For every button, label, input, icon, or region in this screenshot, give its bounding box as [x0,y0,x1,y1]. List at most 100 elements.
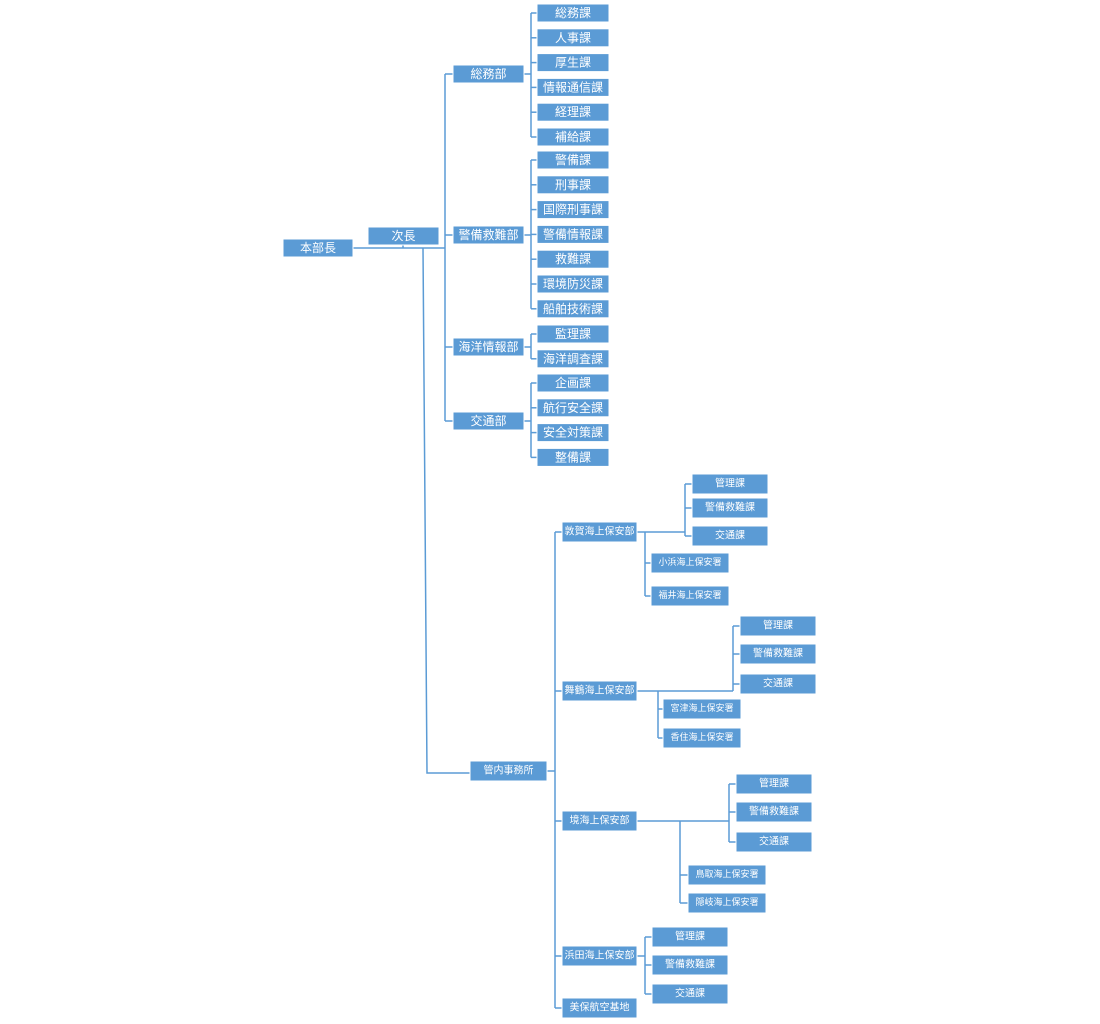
node-sec-keibi-2-label: 国際刑事課 [543,202,603,217]
node-office-sec-hamada-0: 管理課 [651,926,729,948]
node-office-sec-maizuru-1: 警備救難課 [739,643,817,665]
node-root-box [282,238,354,258]
node-sec-somu-2-box [536,53,610,73]
node-office-sakai-box [561,810,638,832]
node-office-sec-sakai-2-label: 交通課 [759,835,789,848]
node-station-sakai-0-box [687,864,767,886]
node-sec-keibi-1: 刑事課 [536,175,610,195]
node-sec-somu-0-label: 総務課 [555,5,591,20]
node-dept-somu-label: 総務部 [470,66,506,81]
node-sec-somu-3-label: 情報通信課 [543,79,603,94]
node-sec-keibi-5-label: 環境防災課 [543,276,603,291]
node-deputy-box [367,226,440,246]
node-dept-kotsu: 交通部 [452,411,525,431]
node-sec-somu-2: 厚生課 [536,53,610,73]
node-office-sakai: 境海上保安部 [561,810,638,832]
node-sec-somu-5-label: 補給課 [555,129,591,144]
edge-regional-trunk [422,247,470,774]
node-root: 本部長 [282,238,354,258]
node-station-maizuru-1-box [662,727,742,749]
node-sec-kotsu-2-box [536,423,610,443]
node-dept-keibi-label: 警備救難部 [458,227,518,242]
node-dept-keibi-box [452,225,525,245]
node-sec-kaiyo-0-label: 監理課 [555,326,591,341]
node-station-maizuru-1-label: 香住海上保安署 [670,731,733,743]
node-sec-keibi-3-label: 警備情報課 [543,226,603,241]
node-sec-keibi-4-box [536,249,610,269]
node-office-tsuruga-box [561,521,638,543]
node-regional-label: 管内事務所 [484,764,534,777]
node-office-sec-sakai-1: 警備救難課 [735,801,813,823]
node-office-maizuru-label: 舞鶴海上保安部 [565,684,635,697]
node-office-sec-tsuruga-2-box [691,525,769,547]
node-office-sakai-label: 境海上保安部 [570,814,630,827]
node-office-sec-sakai-1-box [735,801,813,823]
node-sec-kotsu-0-label: 企画課 [555,375,591,390]
node-sec-keibi-2: 国際刑事課 [536,200,610,220]
node-office-sec-maizuru-2: 交通課 [739,673,817,695]
node-office-sec-sakai-0-box [735,773,813,795]
node-office-sec-hamada-0-box [651,926,729,948]
node-office-miho-box [561,997,638,1019]
node-office-sec-tsuruga-2-label: 交通課 [715,529,745,542]
node-office-sec-maizuru-0: 管理課 [739,615,817,637]
node-sec-keibi-1-box [536,175,610,195]
node-sec-keibi-5-box [536,274,610,294]
node-station-sakai-1-box [687,892,767,914]
node-office-sec-maizuru-2-label: 交通課 [763,677,793,690]
node-sec-keibi-1-label: 刑事課 [555,177,591,192]
node-dept-kotsu-box [452,411,525,431]
node-sec-somu-2-label: 厚生課 [555,55,591,70]
node-sec-somu-1-box [536,28,610,48]
node-office-sec-sakai-2-box [735,831,813,853]
node-station-tsuruga-1: 福井海上保安署 [650,585,730,607]
node-office-sec-hamada-1-label: 警備救難課 [665,958,715,971]
node-sec-kaiyo-0: 監理課 [536,324,610,344]
node-sec-keibi-3-box [536,224,610,244]
node-office-maizuru: 舞鶴海上保安部 [561,680,638,702]
node-sec-kotsu-0-box [536,373,610,393]
node-sec-somu-3: 情報通信課 [536,77,610,97]
node-regional: 管内事務所 [469,760,548,782]
node-office-sec-hamada-2-box [651,983,729,1005]
node-office-hamada-label: 浜田海上保安部 [565,949,635,962]
node-station-sakai-0: 鳥取海上保安署 [687,864,767,886]
node-office-maizuru-box [561,680,638,702]
node-station-maizuru-1: 香住海上保安署 [662,727,742,749]
node-sec-kotsu-0: 企画課 [536,373,610,393]
node-office-sec-sakai-2: 交通課 [735,831,813,853]
node-office-sec-hamada-1-box [651,954,729,976]
node-office-sec-hamada-0-label: 管理課 [675,930,705,943]
node-sec-somu-1: 人事課 [536,28,610,48]
node-office-sec-tsuruga-1-label: 警備救難課 [705,501,755,514]
node-sec-kaiyo-0-box [536,324,610,344]
node-office-hamada: 浜田海上保安部 [561,945,638,967]
node-sec-keibi-6-label: 船舶技術課 [543,301,603,316]
node-sec-keibi-0-box [536,150,610,170]
node-sec-somu-3-box [536,77,610,97]
node-office-sec-maizuru-1-label: 警備救難課 [753,647,803,660]
node-sec-somu-5: 補給課 [536,127,610,147]
node-sec-keibi-5: 環境防災課 [536,274,610,294]
node-sec-kotsu-2-label: 安全対策課 [543,425,603,440]
node-regional-box [469,760,548,782]
node-office-sec-maizuru-0-label: 管理課 [763,619,793,632]
node-dept-somu: 総務部 [452,64,525,84]
node-station-sakai-0-label: 鳥取海上保安署 [695,868,758,880]
node-station-tsuruga-1-label: 福井海上保安署 [658,589,721,601]
node-sec-kotsu-1-box [536,398,610,418]
node-sec-somu-4: 経理課 [536,102,610,122]
node-office-sec-sakai-0: 管理課 [735,773,813,795]
node-deputy: 次長 [367,226,440,246]
node-dept-keibi: 警備救難部 [452,225,525,245]
node-sec-kotsu-3: 整備課 [536,447,610,467]
node-station-maizuru-0-label: 宮津海上保安署 [670,702,733,714]
node-dept-kaiyo: 海洋情報部 [452,337,525,357]
node-station-tsuruga-0-box [650,552,730,574]
node-sec-kotsu-3-label: 整備課 [555,449,591,464]
node-sec-keibi-3: 警備情報課 [536,224,610,244]
node-sec-keibi-4: 救難課 [536,249,610,269]
node-office-sec-tsuruga-0-label: 管理課 [715,477,745,490]
node-office-sec-hamada-2: 交通課 [651,983,729,1005]
